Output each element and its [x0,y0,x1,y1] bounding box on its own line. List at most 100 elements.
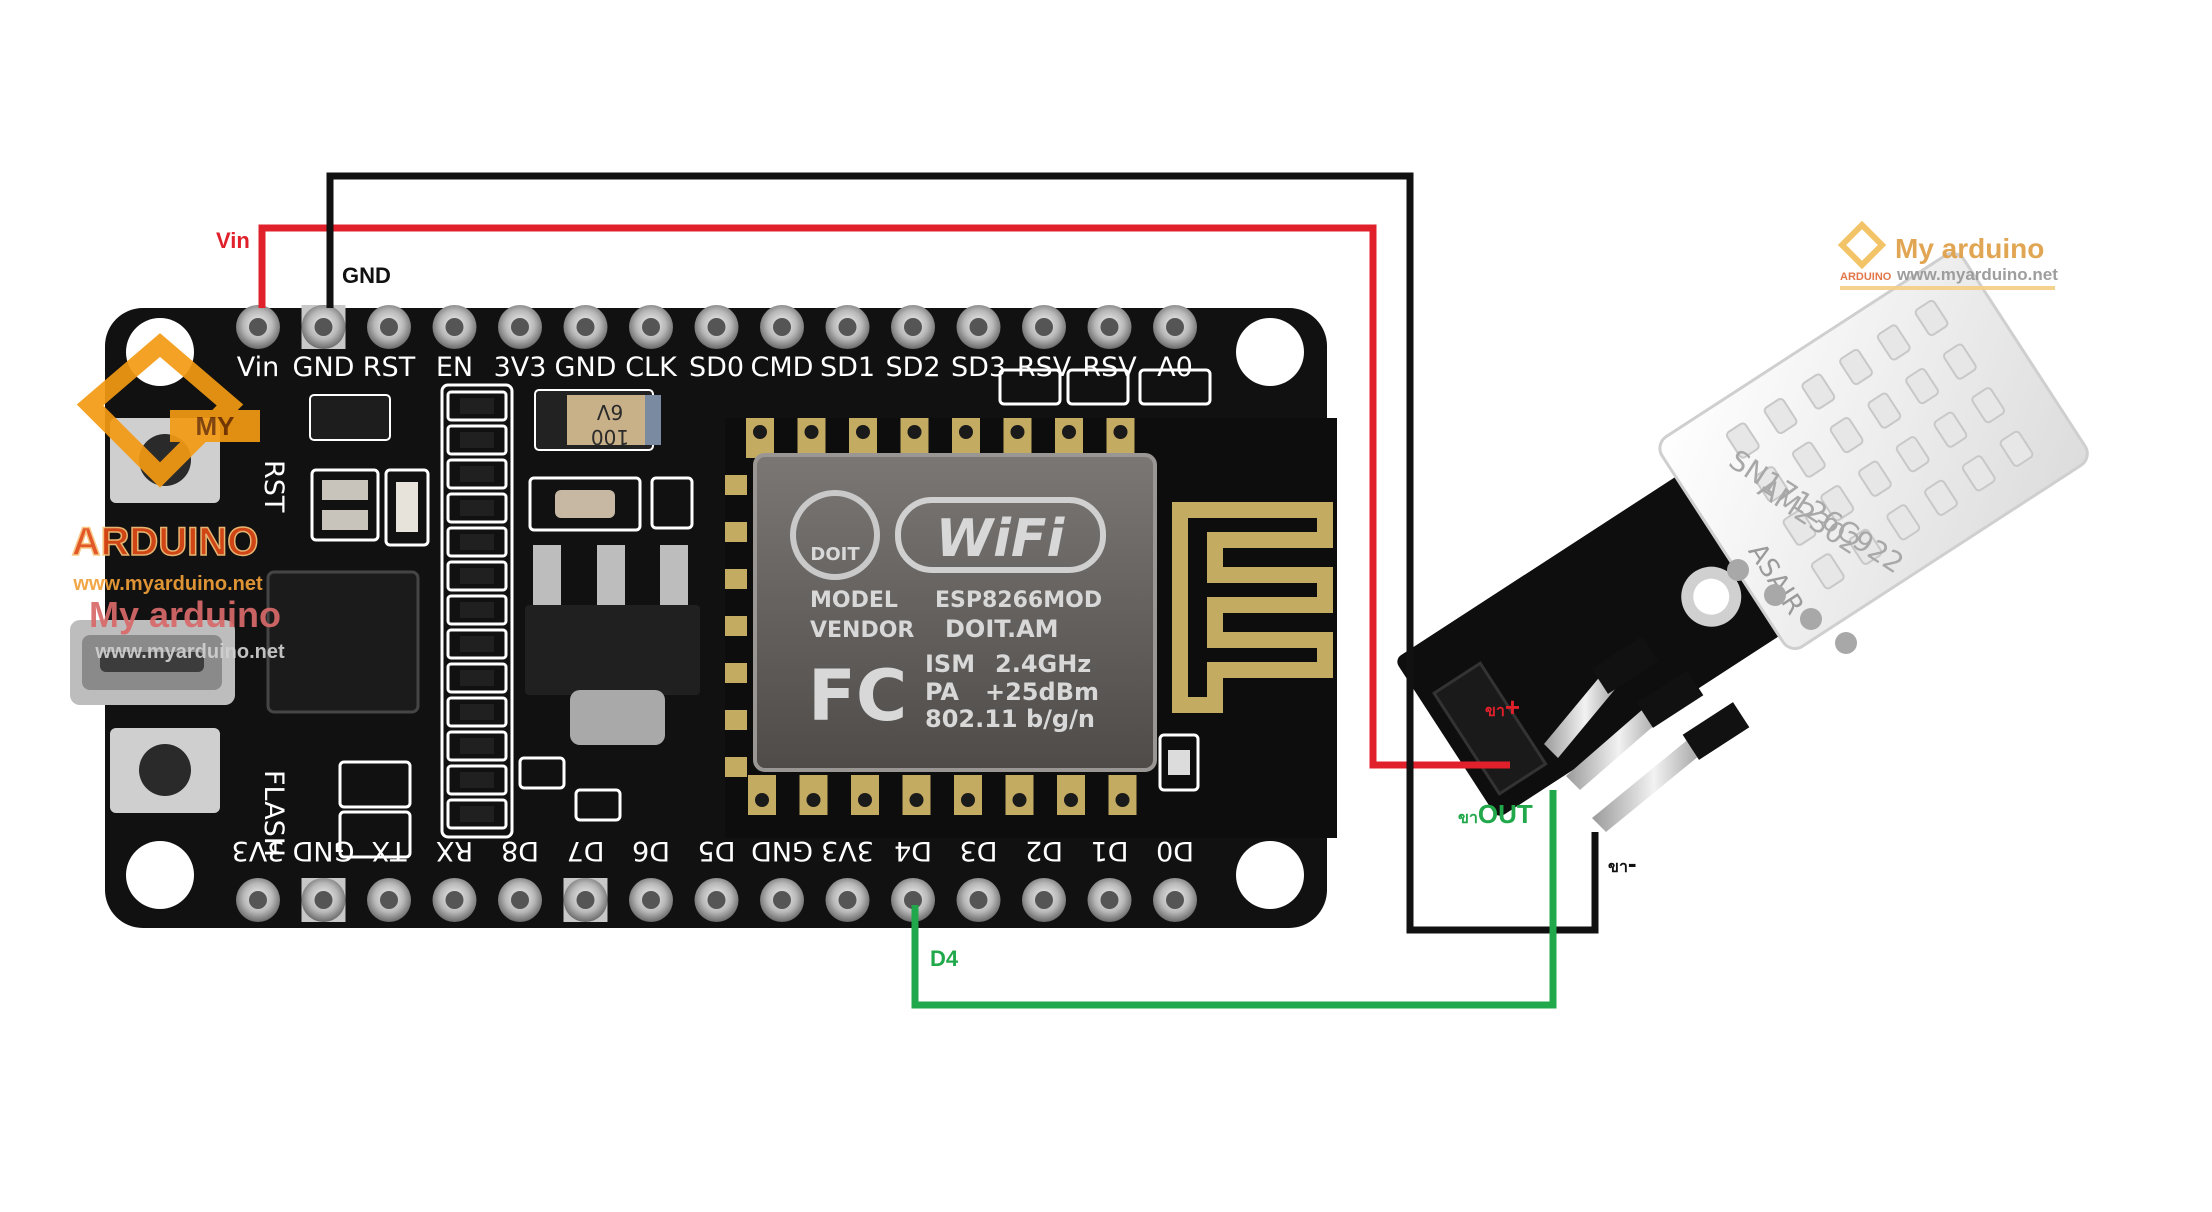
top-pin-label: Vin [237,352,280,383]
mounting-hole [1236,841,1304,909]
right-title: My arduino [1895,233,2044,264]
top-pin-label: CLK [625,352,678,383]
pin-cmd-top[interactable] [760,305,804,349]
pin-gnd-top[interactable] [301,305,346,349]
pin-tx-bottom[interactable] [367,878,411,922]
pin-d6-bottom[interactable] [629,878,673,922]
top-header-pins [236,305,1197,349]
bottom-pin-label: D1 [1091,835,1129,866]
top-pin-label: A0 [1157,352,1193,383]
pin-rsv-top[interactable] [1022,305,1066,349]
top-pin-label: SD2 [885,352,940,383]
wifi-standard: 802.11 b/g/n [925,705,1095,733]
am2302-sensor-body: ASAIR [1658,251,2089,650]
sensor-out-label: ขาOUT [1458,799,1533,829]
left-url-2: www.myarduino.net [94,641,285,663]
dht22-sensor-module: ASAIR AM2302 SN17126C922 [1397,251,2089,832]
pin-rsv-top[interactable] [1087,305,1132,349]
gnd-wire [326,172,1599,934]
wifi-logo: WiFi [936,509,1066,569]
rst-button-label: RST [258,460,289,513]
sensor-solder-pins [1727,559,1857,654]
left-brand: ARDUINO [72,520,259,564]
pin-d7-bottom[interactable] [563,878,608,922]
pin-3v3-bottom[interactable] [236,878,280,922]
sensor-header-pins [1544,636,1750,832]
pin-d1-bottom[interactable] [1087,878,1132,922]
pin-gnd-bottom[interactable] [301,878,346,922]
fc-logo: FC [808,655,907,737]
model-label: MODEL [810,588,898,613]
left-badge-text: MY [196,411,235,441]
ism-label: ISM [925,650,975,678]
pin-sd1-top[interactable] [825,305,870,349]
ism-value: 2.4GHz [995,650,1091,678]
bottom-pin-label: D8 [501,835,539,866]
bottom-pin-label: D4 [894,835,932,866]
pin-rst-top[interactable] [367,305,411,349]
sensor-minus-label: ขา- [1608,848,1637,878]
pin-sd0-top[interactable] [694,305,739,349]
usb-serial-chip [266,570,420,714]
pin-vin-top[interactable] [236,305,280,349]
top-pin-label: RST [363,352,416,383]
pin-d8-bottom[interactable] [498,878,542,922]
wires [258,172,1599,1009]
top-pin-label: GND [293,352,355,383]
model-value: ESP8266MOD [935,588,1102,613]
bottom-pin-label: RX [436,835,473,866]
pin-en-top[interactable] [432,305,477,349]
bottom-pin-label: 3V3 [821,835,874,866]
bottom-pin-label: 3V3 [232,835,285,866]
pin-d3-bottom[interactable] [956,878,1001,922]
bottom-pin-label: D2 [1025,835,1063,866]
sensor-out-prefix: ขา [1458,810,1478,827]
bottom-pin-label: TX [372,835,408,866]
data-wire [911,790,1557,1009]
pin-d5-bottom[interactable] [694,878,739,922]
pin-gnd-bottom[interactable] [760,878,804,922]
pin-clk-top[interactable] [629,305,673,349]
mounting-hole [126,841,194,909]
pin-rx-bottom[interactable] [432,878,477,922]
d4-label: D4 [930,946,959,971]
gnd-label: GND [342,263,391,288]
bottom-pin-label: D3 [960,835,998,866]
pin-3v3-top[interactable] [498,305,542,349]
top-pin-label: SD3 [951,352,1006,383]
capacitor-value-bottom: 100 [591,425,629,449]
doit-logo: DOIT [810,544,860,565]
capacitor: 6V 100 [534,389,661,451]
sensor-plus-sign: + [1505,692,1520,722]
pin-a0-top[interactable] [1153,305,1197,349]
top-pin-label: 3V3 [494,352,547,383]
pa-label: PA [925,678,959,706]
pcb-antenna [1172,502,1333,713]
flash-button[interactable] [110,728,220,813]
pin-d0-bottom[interactable] [1153,878,1197,922]
sensor-minus-prefix: ขา [1608,859,1628,876]
top-pin-label: SD1 [820,352,875,383]
sensor-plus-label: ขา+ [1485,692,1520,722]
right-watermark: My arduino ARDUINO www.myarduino.net [1837,220,2058,290]
bottom-pin-label: D0 [1156,835,1194,866]
top-pin-label: EN [436,352,473,383]
vendor-value: DOIT.AM [945,615,1059,643]
pin-3v3-bottom[interactable] [825,878,870,922]
pin-sd3-top[interactable] [956,305,1001,349]
sensor-out-word: OUT [1478,799,1533,829]
pin-gnd-top[interactable] [563,305,608,349]
pin-d4-bottom[interactable] [891,878,935,922]
pin-d2-bottom[interactable] [1022,878,1066,922]
bottom-pin-label: D6 [632,835,670,866]
bottom-header-pins [236,878,1197,922]
vin-wire [258,224,1510,769]
top-pin-label: GND [555,352,617,383]
capacitor-value-top: 6V [596,400,623,424]
top-pin-label: SD0 [689,352,744,383]
pin-sd2-top[interactable] [891,305,935,349]
sensor-minus-sign: - [1628,848,1637,878]
left-title: My arduino [89,594,281,635]
